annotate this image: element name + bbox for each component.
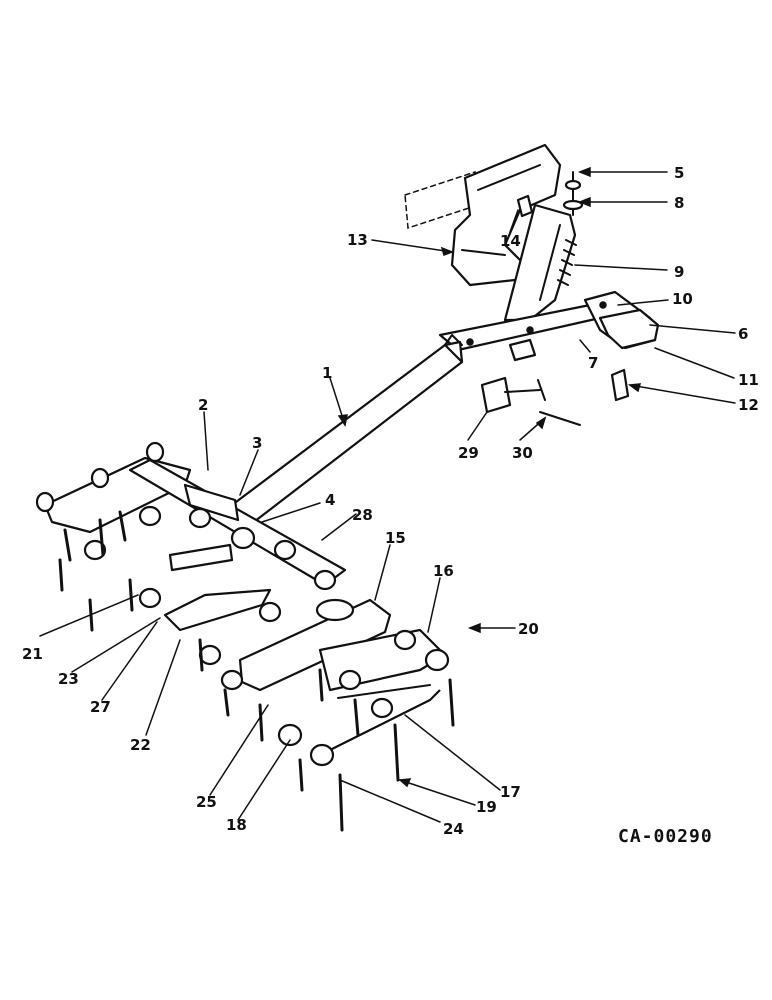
callout-15: 15 xyxy=(385,529,406,547)
callout-8: 8 xyxy=(674,194,684,212)
callout-30: 30 xyxy=(512,444,533,462)
callout-5: 5 xyxy=(674,164,684,182)
callout-17: 17 xyxy=(500,783,521,801)
callout-25: 25 xyxy=(196,793,217,811)
drawing-reference-code: CA-00290 xyxy=(618,826,713,847)
callout-labels: 1 2 3 4 5 6 7 8 9 10 11 12 13 14 15 16 1… xyxy=(22,164,759,838)
loose-parts xyxy=(480,368,630,426)
toolbar-frame xyxy=(43,456,447,756)
callout-24: 24 xyxy=(443,820,464,838)
spring-tines xyxy=(35,441,455,832)
callout-23: 23 xyxy=(58,670,79,688)
callout-13: 13 xyxy=(347,231,368,249)
callout-19: 19 xyxy=(476,798,497,816)
callout-20: 20 xyxy=(518,620,539,638)
callout-27: 27 xyxy=(90,698,111,716)
callout-12: 12 xyxy=(738,396,759,414)
callout-16: 16 xyxy=(433,562,454,580)
callout-1: 1 xyxy=(322,364,332,382)
leader-lines xyxy=(39,166,736,823)
callout-29: 29 xyxy=(458,444,479,462)
callout-2: 2 xyxy=(198,396,208,414)
callout-9: 9 xyxy=(674,263,684,281)
callout-11: 11 xyxy=(738,371,759,389)
callout-22: 22 xyxy=(130,736,151,754)
main-tongue xyxy=(230,334,464,527)
callout-7: 7 xyxy=(588,354,598,372)
callout-3: 3 xyxy=(252,434,262,452)
hitch-mast xyxy=(503,171,584,322)
callout-4: 4 xyxy=(325,491,335,509)
callout-28: 28 xyxy=(352,506,373,524)
callout-10: 10 xyxy=(672,290,693,308)
callout-21: 21 xyxy=(22,645,43,663)
callout-14: 14 xyxy=(500,232,521,250)
callout-6: 6 xyxy=(738,325,748,343)
callout-18: 18 xyxy=(226,816,247,834)
